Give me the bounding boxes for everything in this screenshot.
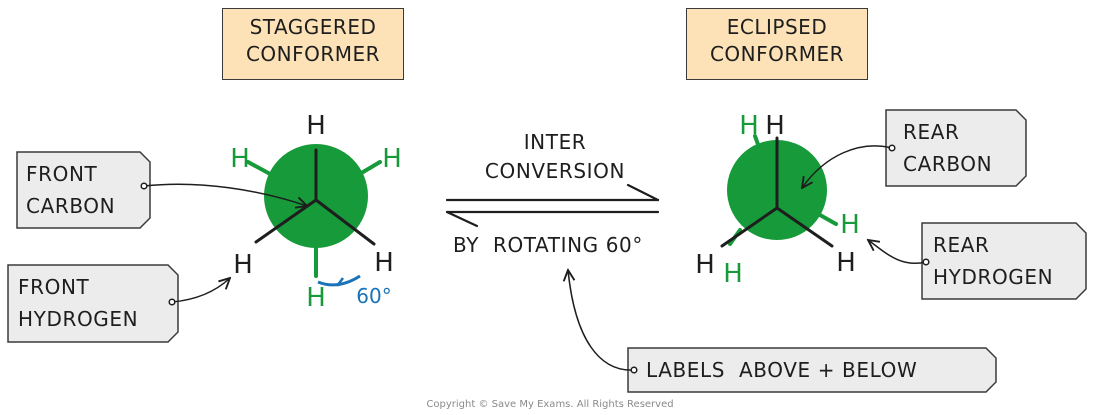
forward-arrow-head xyxy=(626,183,660,202)
eclipsed-rear-bond-right xyxy=(818,213,838,226)
rear-carbon-pointer-origin xyxy=(888,144,896,152)
staggered-front-h-right: H xyxy=(374,248,394,278)
rear-carbon-label-line-2: CARBON xyxy=(903,152,993,176)
staggered-front-h-top: H xyxy=(306,111,326,141)
rear-carbon-tag-shape xyxy=(885,109,1027,187)
staggered-title: STAGGERED CONFORMER xyxy=(222,8,404,80)
eclipsed-title-line-1: ECLIPSED xyxy=(726,15,828,39)
labels-note-label: LABELS ABOVE + BELOW xyxy=(646,358,918,382)
angle-label: 60° xyxy=(356,284,391,308)
labels-note-pointer xyxy=(568,270,635,371)
interconversion-label: INTER CONVERSION xyxy=(450,128,660,186)
interconversion-line-2: CONVERSION xyxy=(484,159,626,183)
rear-carbon-label-line-1: REAR xyxy=(903,120,960,144)
rear-hydrogen-tag-shape xyxy=(921,222,1087,300)
front-carbon-tag-shape xyxy=(16,151,151,229)
front-hydrogen-label: FRONT HYDROGEN xyxy=(18,271,138,335)
eclipsed-rear-h-left: H xyxy=(723,259,743,289)
eclipsed-rear-h-right: H xyxy=(840,210,860,240)
angle-arc-tick xyxy=(336,277,344,287)
staggered-title-line-2: CONFORMER xyxy=(245,42,381,66)
rear-hydrogen-label-line-2: HYDROGEN xyxy=(933,265,1054,289)
labels-note-pointer-origin xyxy=(630,366,638,374)
staggered-front-h-left: H xyxy=(233,250,253,280)
front-carbon-label-line-1: FRONT xyxy=(26,162,98,186)
labels-note-tag-shape xyxy=(627,347,997,393)
rear-hydrogen-label-line-1: REAR xyxy=(933,233,990,257)
front-carbon-pointer-origin xyxy=(140,182,148,190)
rotation-label: BY ROTATING 60° xyxy=(453,233,643,257)
front-hydrogen-pointer-origin xyxy=(168,298,176,306)
eclipsed-title: ECLIPSED CONFORMER xyxy=(686,8,868,80)
eclipsed-front-bond-left xyxy=(720,206,779,248)
rear-carbon-label: REAR CARBON xyxy=(903,116,992,180)
staggered-newman: H H H H H H 60° xyxy=(230,111,402,313)
copyright-notice: Copyright © Save My Exams. All Rights Re… xyxy=(426,399,674,410)
staggered-rear-h-left: H xyxy=(230,144,250,174)
staggered-title-line-1: STAGGERED xyxy=(249,15,377,39)
eclipsed-front-h-right: H xyxy=(836,248,856,278)
staggered-front-bond-right xyxy=(314,198,376,246)
front-hydrogen-label-line-1: FRONT xyxy=(18,275,90,299)
eclipsed-front-bond-right xyxy=(775,206,834,248)
eclipsed-front-h-top: H xyxy=(765,111,785,141)
staggered-rear-h-right: H xyxy=(382,144,402,174)
front-carbon-label: FRONT CARBON xyxy=(26,158,115,222)
eclipsed-title-line-2: CONFORMER xyxy=(709,42,845,66)
front-carbon-label-line-2: CARBON xyxy=(26,194,116,218)
rear-hydrogen-label: REAR HYDROGEN xyxy=(933,229,1053,293)
interconversion-line-1: INTER xyxy=(523,130,587,154)
front-hydrogen-pointer xyxy=(171,278,230,303)
front-carbon-pointer xyxy=(143,183,307,206)
front-hydrogen-label-line-2: HYDROGEN xyxy=(18,307,139,331)
front-hydrogen-tag-shape xyxy=(7,264,179,343)
rear-hydrogen-pointer-origin xyxy=(922,258,930,266)
equilibrium-arrows xyxy=(445,183,660,228)
eclipsed-front-h-left: H xyxy=(695,250,715,280)
eclipsed-newman: H H H H H H xyxy=(695,111,860,289)
rear-carbon-pointer xyxy=(802,145,893,188)
staggered-rear-bond-left xyxy=(246,160,274,177)
staggered-rear-h-bottom: H xyxy=(306,283,326,313)
reverse-arrow-head xyxy=(445,210,479,228)
rear-hydrogen-pointer xyxy=(868,240,927,264)
eclipsed-rear-h-top: H xyxy=(739,111,759,141)
